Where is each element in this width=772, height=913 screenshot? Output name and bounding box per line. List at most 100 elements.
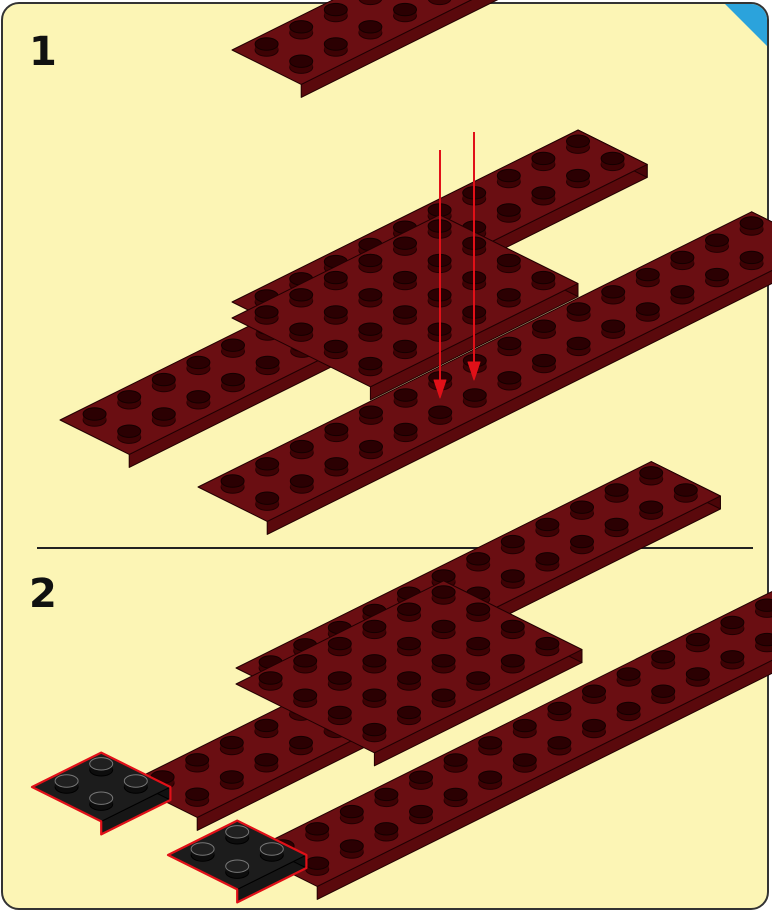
stud xyxy=(118,425,141,443)
stud xyxy=(186,754,209,772)
stud-top xyxy=(360,440,383,452)
stud-top xyxy=(226,860,249,872)
stud xyxy=(640,501,663,519)
stud xyxy=(432,620,455,638)
stud xyxy=(90,758,113,776)
stud xyxy=(328,672,351,690)
stud-top xyxy=(601,152,624,164)
stud xyxy=(328,637,351,655)
stud xyxy=(605,484,628,502)
stud xyxy=(394,340,417,358)
stud xyxy=(617,702,640,720)
stud xyxy=(640,467,663,485)
stud-top xyxy=(533,354,556,366)
stud-top xyxy=(756,633,772,645)
stud xyxy=(706,268,729,286)
stud-top xyxy=(479,737,502,749)
stud-top xyxy=(290,736,313,748)
stud-top xyxy=(290,21,313,33)
stud xyxy=(467,637,490,655)
stud xyxy=(548,737,571,755)
stud-top xyxy=(363,620,386,632)
stud-top xyxy=(444,754,467,766)
stud-top xyxy=(90,758,113,770)
stud-top xyxy=(290,289,313,301)
stud-top xyxy=(532,152,555,164)
stud xyxy=(255,38,278,56)
stud-top xyxy=(359,289,382,301)
stud xyxy=(398,672,421,690)
stud-top xyxy=(306,857,329,869)
stud-top xyxy=(340,840,363,852)
stud xyxy=(360,406,383,424)
stud-top xyxy=(721,616,744,628)
stud-top xyxy=(220,736,243,748)
stud xyxy=(617,668,640,686)
stud-top xyxy=(394,423,417,435)
stud xyxy=(290,736,313,754)
stud xyxy=(394,423,417,441)
stud xyxy=(497,254,520,272)
black-plate-2x2-left xyxy=(32,753,170,835)
stud-top xyxy=(605,484,628,496)
stud-top xyxy=(583,719,606,731)
stud-top xyxy=(467,553,490,565)
stud xyxy=(756,599,772,617)
stud-top xyxy=(324,271,347,283)
stud-top xyxy=(501,620,524,632)
stud xyxy=(432,655,455,673)
stud xyxy=(324,340,347,358)
stud xyxy=(497,204,520,222)
stud xyxy=(260,843,283,861)
stud xyxy=(501,535,524,553)
stud xyxy=(220,736,243,754)
stud xyxy=(432,689,455,707)
stud-top xyxy=(255,754,278,766)
stud-top xyxy=(497,254,520,266)
stud-top xyxy=(674,484,697,496)
stud xyxy=(55,775,78,793)
stud xyxy=(429,406,452,424)
stud-top xyxy=(90,792,113,804)
stud xyxy=(513,719,536,737)
stud xyxy=(444,754,467,772)
stud xyxy=(467,553,490,571)
stud xyxy=(721,651,744,669)
stud xyxy=(571,501,594,519)
stud xyxy=(536,637,559,655)
stud-top xyxy=(567,303,590,315)
stud-top xyxy=(706,234,729,246)
stud-top xyxy=(686,633,709,645)
stud-top xyxy=(721,651,744,663)
stud xyxy=(532,271,555,289)
stud xyxy=(290,289,313,307)
stud xyxy=(652,685,675,703)
stud xyxy=(513,754,536,772)
stud-top xyxy=(118,391,141,403)
stud xyxy=(363,655,386,673)
stud xyxy=(498,372,521,390)
stud xyxy=(567,169,590,187)
stud xyxy=(497,289,520,307)
stud-top xyxy=(394,271,417,283)
stud xyxy=(601,152,624,170)
stud-top xyxy=(118,425,141,437)
stud-top xyxy=(191,843,214,855)
stud-top xyxy=(536,637,559,649)
stud xyxy=(325,458,348,476)
stud xyxy=(602,320,625,338)
stud xyxy=(394,3,417,21)
stud-top xyxy=(340,805,363,817)
stud-top xyxy=(398,603,421,615)
stud-top xyxy=(363,689,386,701)
stud xyxy=(605,518,628,536)
stud xyxy=(398,603,421,621)
stud xyxy=(290,440,313,458)
stud xyxy=(306,857,329,875)
stud-top xyxy=(410,771,433,783)
stud-top xyxy=(259,672,282,684)
stud-top xyxy=(410,805,433,817)
stud xyxy=(360,440,383,458)
stud xyxy=(359,357,382,375)
stud xyxy=(444,788,467,806)
